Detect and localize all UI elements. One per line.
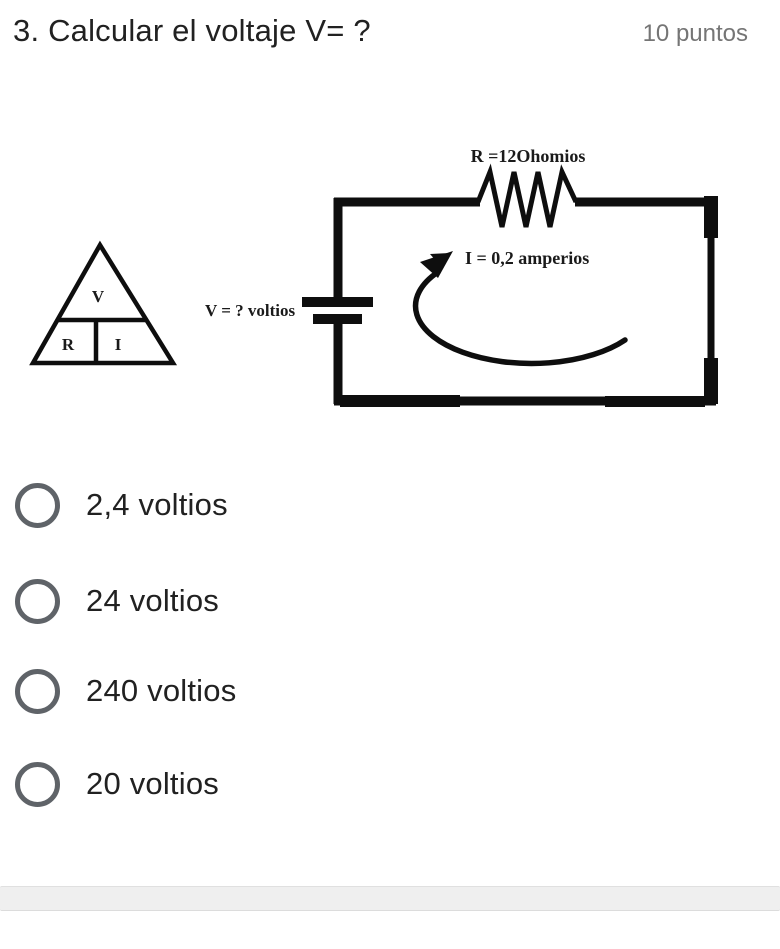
triangle-r-label: R	[62, 335, 75, 354]
option-row-1[interactable]: 2,4 voltios	[15, 482, 228, 528]
battery-symbol: V = ? voltios	[205, 297, 373, 324]
triangle-v-label: V	[92, 287, 105, 306]
ohms-law-triangle: V R I	[29, 240, 178, 366]
radio-icon[interactable]	[15, 482, 60, 528]
question-image: V R I R =12Ohomios	[10, 130, 770, 420]
resistor-symbol: R =12Ohomios	[471, 146, 586, 228]
radio-icon[interactable]	[15, 761, 60, 807]
question-points-badge: 10 puntos	[642, 20, 748, 47]
radio-icon[interactable]	[15, 668, 60, 714]
circuit-diagram: V R I R =12Ohomios	[29, 146, 718, 407]
option-label: 20 voltios	[86, 766, 219, 801]
option-label: 2,4 voltios	[86, 487, 228, 522]
radio-icon[interactable]	[15, 578, 60, 624]
option-row-2[interactable]: 24 voltios	[15, 578, 219, 624]
triangle-i-label: I	[115, 335, 122, 354]
option-label: 24 voltios	[86, 583, 219, 618]
question-title: 3. Calcular el voltaje V= ?	[13, 13, 371, 48]
resistor-value-label: R =12Ohomios	[471, 146, 586, 166]
question-header: 3. Calcular el voltaje V= ? 10 puntos	[0, 0, 780, 60]
option-label: 240 voltios	[86, 673, 237, 708]
circuit-wires	[333, 196, 718, 407]
option-row-4[interactable]: 20 voltios	[15, 761, 219, 807]
current-value-label: I = 0,2 amperios	[465, 248, 589, 268]
option-row-3[interactable]: 240 voltios	[15, 668, 236, 714]
current-arrow: I = 0,2 amperios	[412, 248, 628, 367]
voltage-question-label: V = ? voltios	[205, 301, 296, 320]
section-divider-bar	[0, 886, 780, 911]
